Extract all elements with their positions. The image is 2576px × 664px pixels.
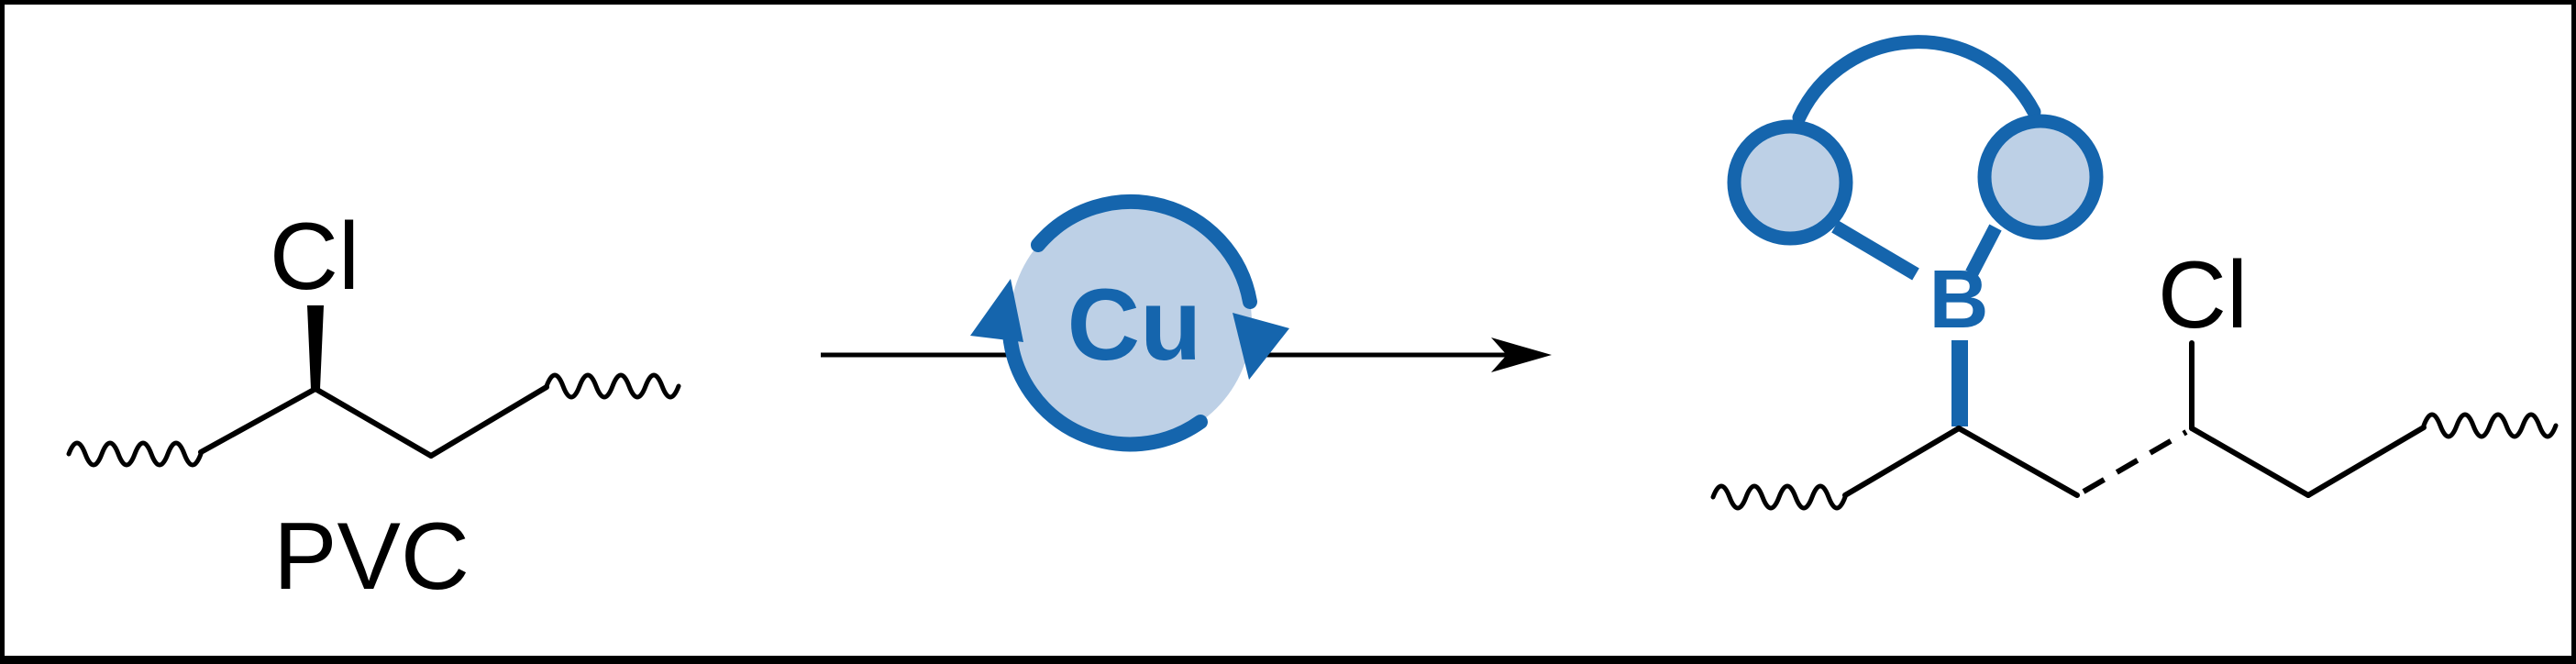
reactant-name-label: PVC xyxy=(273,504,470,610)
polymer-end-squiggle-right xyxy=(544,372,681,400)
catalytic-cycle: Cu xyxy=(970,194,1289,452)
cc-bond xyxy=(1956,426,2080,498)
cc-bond xyxy=(198,386,318,455)
cc-bond xyxy=(1842,426,1962,498)
polymer-end-squiggle-left xyxy=(1710,483,1848,511)
arrow-head-icon xyxy=(1491,338,1552,372)
cycle-disc xyxy=(1010,202,1252,444)
frame-top xyxy=(0,0,2576,5)
chlorine-label-product: Cl xyxy=(2158,242,2248,349)
cc-bond xyxy=(313,386,434,459)
boron-oxygen-bond-right xyxy=(1965,224,2002,277)
catalyst-label: Cu xyxy=(1067,269,1202,382)
frame-left xyxy=(0,0,5,664)
cycle-arc-top xyxy=(1031,194,1257,309)
boron-oxygen-bond-left xyxy=(1831,220,1919,281)
cc-bond xyxy=(2305,425,2427,498)
cycle-arc-bottom xyxy=(1002,326,1208,452)
pinacol-bridge-arc xyxy=(1792,35,2041,125)
chlorine-wedge-bond xyxy=(307,305,324,389)
chlorine-label-reactant: Cl xyxy=(270,204,359,310)
reactant-structure: Cl PVC xyxy=(66,204,681,610)
cycle-arrowhead-down-icon xyxy=(1233,313,1289,380)
reaction-arrow: Cu xyxy=(821,194,1552,452)
polymer-end-squiggle-left xyxy=(66,440,204,468)
cc-bond xyxy=(428,384,549,459)
frame-bottom xyxy=(0,656,2576,664)
pinacol-ring-right xyxy=(1977,114,2104,240)
product-structure: B Cl xyxy=(1710,35,2559,511)
pinacol-ring-left xyxy=(1727,119,1853,246)
boron-label: B xyxy=(1929,254,1989,346)
dashed-chain-bond xyxy=(2082,429,2188,494)
polymer-end-squiggle-right xyxy=(2421,412,2559,439)
frame-right xyxy=(2571,0,2576,664)
cycle-arrowhead-up-icon xyxy=(970,279,1023,342)
cc-bond xyxy=(2189,426,2311,498)
